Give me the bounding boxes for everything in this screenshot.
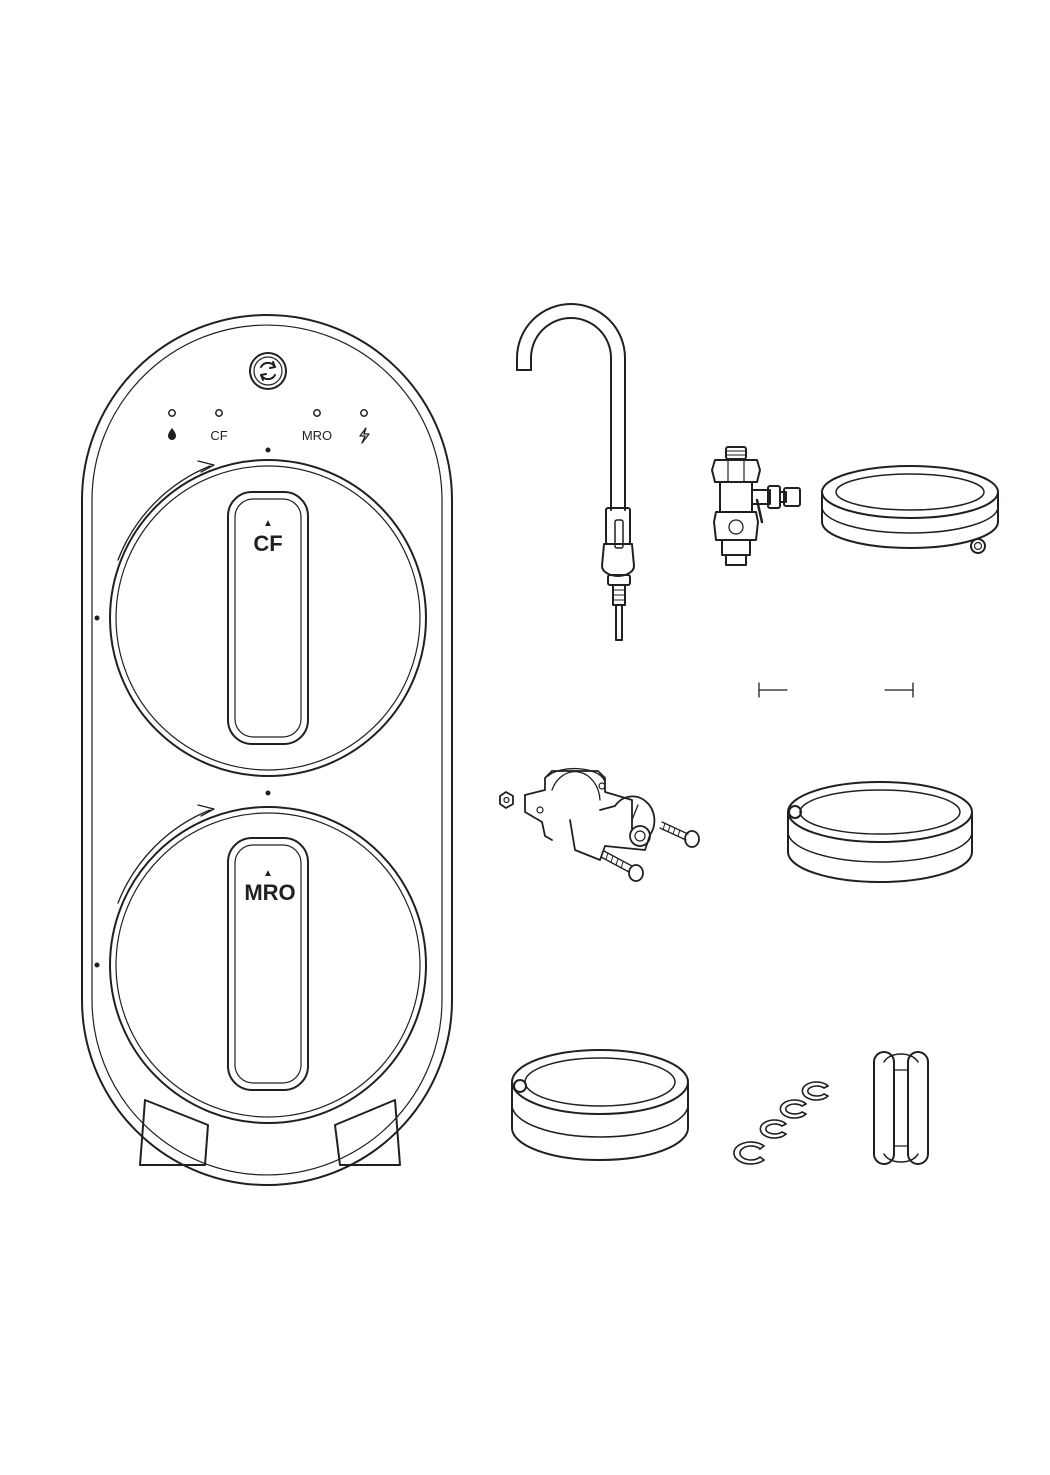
- tee-valve-adapter-icon: [712, 447, 800, 565]
- tube-coil-icon: [822, 466, 998, 553]
- filter-cap-outer: [110, 460, 426, 776]
- filter-position-dot: [266, 791, 271, 796]
- filter-cap-inner: [116, 813, 420, 1117]
- lightning-icon: [360, 428, 369, 443]
- clip: [802, 1082, 828, 1100]
- indicator-led: [169, 410, 175, 416]
- indicator-row: CF MRO: [168, 410, 369, 443]
- side-dot: [95, 963, 100, 968]
- filter-handle[interactable]: [228, 492, 308, 744]
- tube-coil-icon: [512, 1050, 688, 1160]
- filter-marker: ▲: [263, 868, 273, 879]
- unit-body-inner: [92, 325, 442, 1175]
- filter-cap-inner: [116, 466, 420, 770]
- filter-label-cf: CF: [253, 531, 282, 556]
- tube-coil-icon: [788, 782, 972, 882]
- indicator-led: [361, 410, 367, 416]
- tape-roll-icon: [874, 1052, 928, 1164]
- filter-cf[interactable]: ▲ CF: [95, 448, 427, 777]
- reset-button[interactable]: [250, 353, 286, 389]
- indicator-label-cf: CF: [210, 428, 227, 443]
- water-drop-icon: [168, 428, 176, 440]
- locking-clips-icon: [734, 1082, 828, 1164]
- unit-foot-left: [140, 1100, 208, 1165]
- purifier-unit: CF MRO ▲ CF ▲: [82, 315, 452, 1185]
- clip: [734, 1142, 764, 1164]
- clip: [780, 1100, 806, 1118]
- filter-label-mro: MRO: [244, 880, 295, 905]
- clip: [760, 1120, 786, 1138]
- gooseneck-faucet-icon: [517, 304, 634, 640]
- indicator-led: [216, 410, 222, 416]
- filter-marker: ▲: [263, 518, 273, 529]
- filter-position-dot: [266, 448, 271, 453]
- side-dot: [95, 616, 100, 621]
- rotation-arrow: [118, 466, 210, 560]
- filter-cap-outer: [110, 807, 426, 1123]
- refresh-icon: [261, 362, 275, 380]
- drain-saddle-clamp-icon: [500, 769, 699, 881]
- dimension-line: [759, 683, 913, 697]
- filter-mro[interactable]: ▲ MRO: [95, 791, 427, 1124]
- indicator-led: [314, 410, 320, 416]
- indicator-label-mro: MRO: [302, 428, 332, 443]
